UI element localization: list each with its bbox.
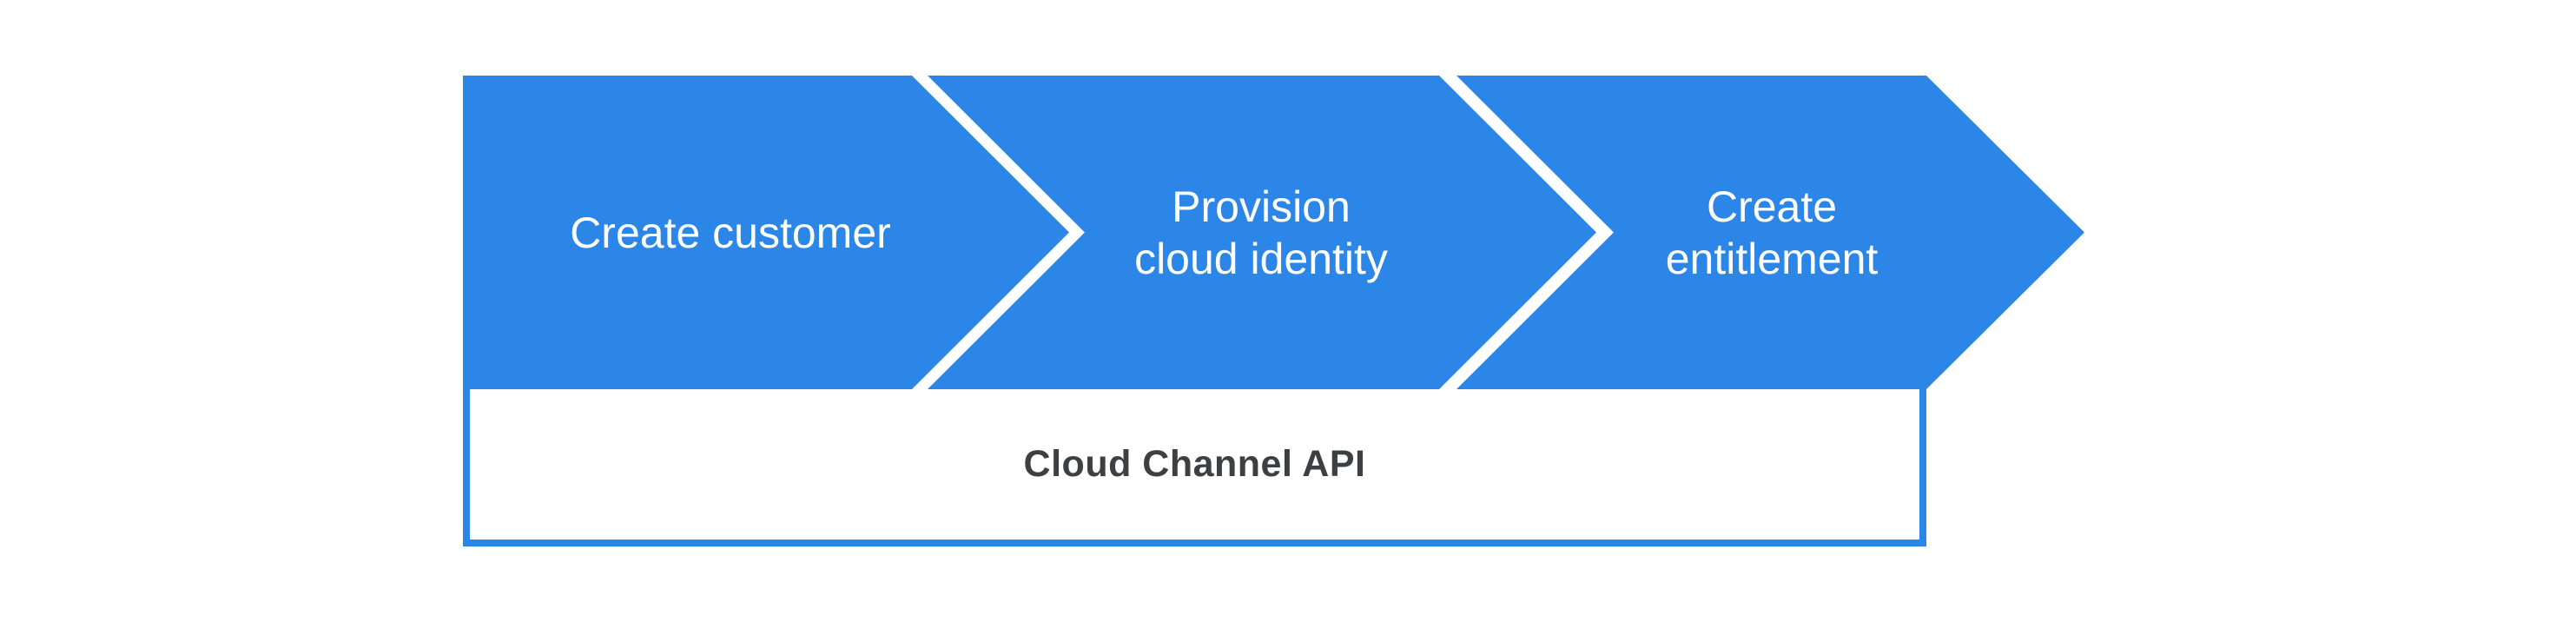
chevron-band: Create customer Provision cloud identity… [463, 76, 2084, 389]
step-label-create-entitlement: Create entitlement [1665, 182, 1879, 283]
cloud-channel-api-label: Cloud Channel API [1023, 443, 1366, 485]
cloud-channel-api-box: Cloud Channel API [463, 389, 1926, 546]
step-label-create-customer: Create customer [570, 209, 891, 257]
step-label-provision-cloud-identity: Provision cloud identity [1134, 182, 1388, 283]
